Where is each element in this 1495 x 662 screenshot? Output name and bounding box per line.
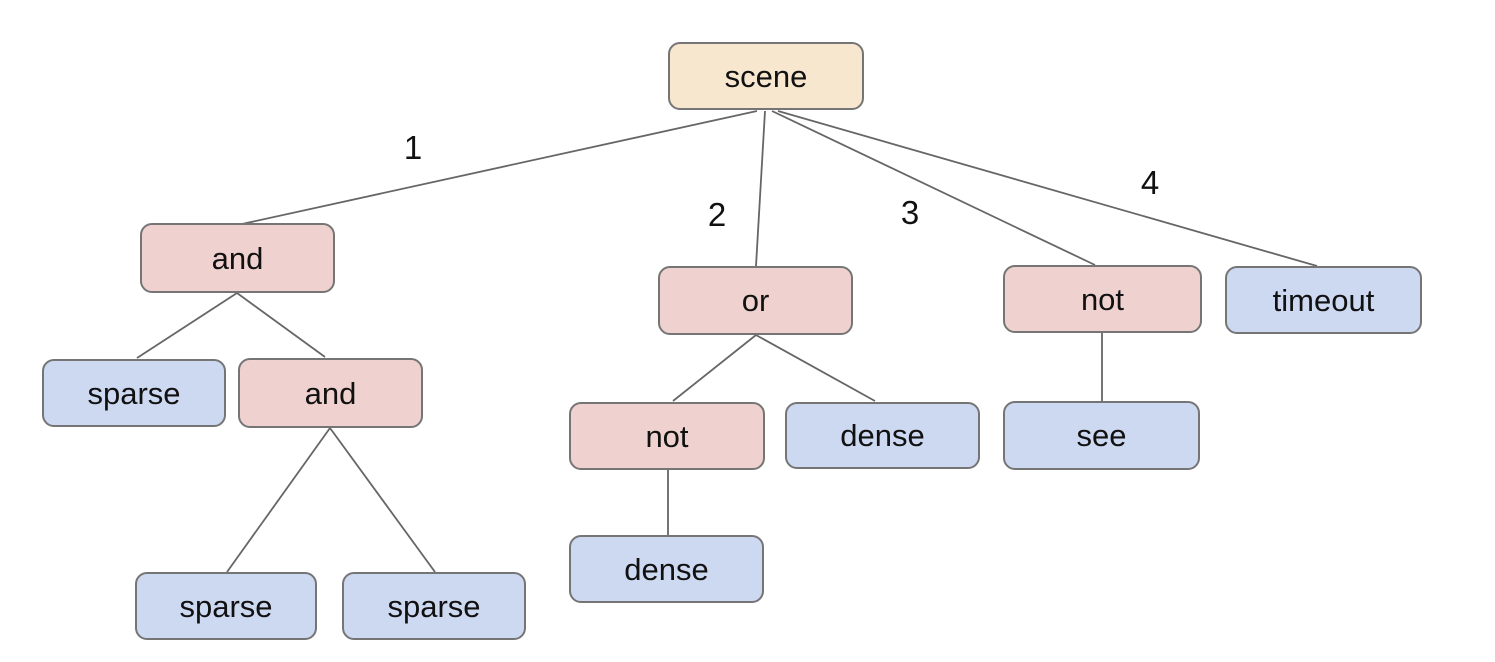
edge-or-dense <box>755 334 876 402</box>
node-not: not <box>1003 265 1202 333</box>
node-sparse-2: sparse <box>135 572 317 640</box>
edge-and-sparse <box>136 292 238 359</box>
edge-and2-sparse-left <box>226 427 331 573</box>
node-dense: dense <box>785 402 980 469</box>
edge-label-1: 1 <box>403 129 423 166</box>
edge-and-and <box>236 292 326 358</box>
edge-label-3: 3 <box>900 194 920 231</box>
node-dense-child: dense <box>569 535 764 603</box>
edge-scene-timeout <box>777 110 1318 267</box>
edge-scene-not <box>771 110 1096 266</box>
edge-and2-sparse-right <box>329 427 436 573</box>
edge-scene-or <box>755 110 766 267</box>
node-or: or <box>658 266 853 335</box>
edge-label-4: 4 <box>1140 164 1160 201</box>
node-sparse-3: sparse <box>342 572 526 640</box>
node-timeout: timeout <box>1225 266 1422 334</box>
node-not-inner: not <box>569 402 765 470</box>
node-and-1: and <box>140 223 335 293</box>
edge-label-2: 2 <box>707 196 727 233</box>
node-and-2: and <box>238 358 423 428</box>
node-scene: scene <box>668 42 864 110</box>
node-see: see <box>1003 401 1200 470</box>
edge-scene-and <box>241 110 758 225</box>
node-sparse-1: sparse <box>42 359 226 427</box>
edge-or-not <box>672 334 757 402</box>
